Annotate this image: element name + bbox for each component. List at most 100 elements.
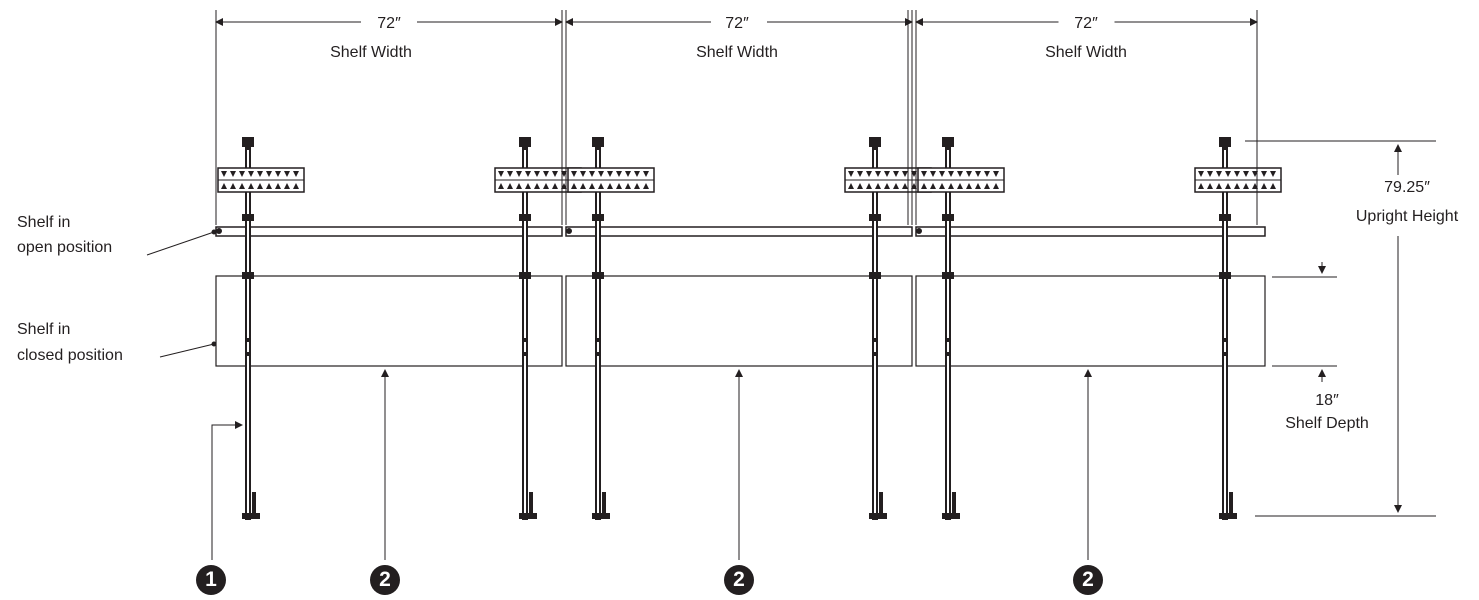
upright-foot	[1219, 513, 1237, 519]
upright-foot	[242, 513, 260, 519]
upright-clip	[522, 338, 528, 342]
wall-rail-slot	[643, 171, 649, 177]
wall-rail-slot	[1225, 183, 1231, 189]
width-value-2: 72″	[725, 15, 749, 32]
open-shelf	[215, 226, 563, 237]
upright-clip	[1222, 352, 1228, 356]
wall-rail-slot	[1261, 183, 1267, 189]
wall-rail-slot	[1270, 171, 1276, 177]
wall-rail-slot	[498, 183, 504, 189]
upright-bracket	[942, 214, 954, 221]
bay-1	[215, 137, 582, 520]
upright-height-value: 79.25″	[1384, 179, 1430, 196]
badge-shelf-3: 2	[1073, 565, 1103, 595]
wall-rail-slot	[507, 171, 513, 177]
open-shelf-end	[216, 228, 222, 234]
upright-bracket	[242, 214, 254, 221]
upright-height-label: Upright Height	[1355, 208, 1459, 225]
wall-rail-slot	[1198, 183, 1204, 189]
upright-clip	[595, 338, 601, 342]
wall-rail-slot	[552, 171, 558, 177]
upright-bracket	[592, 214, 604, 221]
badge-shelf-2: 2	[724, 565, 754, 595]
wall-rail-slot	[293, 183, 299, 189]
wall-rail-slot	[230, 183, 236, 189]
wall-rail-slot	[1243, 183, 1249, 189]
closed-shelf	[565, 275, 913, 367]
wall-rail-slot	[1225, 171, 1231, 177]
upright-post-highlight	[247, 150, 249, 515]
wall-rail-slot	[589, 183, 595, 189]
wall-rail-slot	[598, 171, 604, 177]
width-value-1: 72″	[377, 15, 401, 32]
wall-rail-slot	[939, 183, 945, 189]
wall-rail-slot	[634, 171, 640, 177]
upright-cap	[592, 137, 604, 147]
wall-rail-slot	[848, 171, 854, 177]
wall-rail-slot	[507, 183, 513, 189]
wall-rail-slot	[921, 183, 927, 189]
wall-rail-slot	[525, 171, 531, 177]
wall-rail-slot	[275, 171, 281, 177]
wall-rail-slot	[552, 183, 558, 189]
upright-bracket	[869, 214, 881, 221]
open-callout-dot	[211, 229, 217, 235]
wall-rail-slot	[939, 171, 945, 177]
width-value-3: 72″	[1074, 15, 1098, 32]
wall-rail-slot	[230, 171, 236, 177]
open-callout-line1: Shelf in	[17, 214, 71, 231]
upright-clip	[245, 338, 251, 342]
wall-rail-slot	[1234, 183, 1240, 189]
closed-shelf	[915, 275, 1266, 367]
upright-foot	[869, 513, 887, 519]
upright-cap	[519, 137, 531, 147]
open-shelf-end	[916, 228, 922, 234]
upright-foot-brace	[252, 492, 256, 514]
closed-callout-line2: closed position	[17, 347, 123, 364]
upright-bracket	[519, 272, 531, 279]
wall-rail-slot	[498, 171, 504, 177]
wall-rail-slot	[239, 183, 245, 189]
upright-clip	[1222, 338, 1228, 342]
wall-rail-slot	[275, 183, 281, 189]
wall-rail-slot	[607, 171, 613, 177]
wall-rail-slot	[516, 171, 522, 177]
upright-pointer	[211, 421, 243, 560]
wall-rail-slot	[1270, 183, 1276, 189]
wall-rail-slot	[957, 183, 963, 189]
shelving-bays	[215, 137, 1282, 520]
wall-rail-slot	[930, 183, 936, 189]
wall-rail-slot	[221, 171, 227, 177]
upright-foot-brace	[1229, 492, 1233, 514]
wall-rail-slot	[239, 171, 245, 177]
upright-foot-brace	[602, 492, 606, 514]
upright-clip	[872, 352, 878, 356]
upright-clip	[595, 352, 601, 356]
wall-rail-slot	[284, 183, 290, 189]
upright-clip	[522, 352, 528, 356]
upright-foot-brace	[529, 492, 533, 514]
wall-rail-slot	[616, 183, 622, 189]
width-label-2: Shelf Width	[696, 44, 778, 61]
wall-rail-slot	[580, 171, 586, 177]
closed-callout-leader	[159, 343, 215, 358]
open-callout-leader	[146, 231, 215, 256]
wall-rail-slot	[598, 183, 604, 189]
wall-rail-slot	[975, 183, 981, 189]
wall-rail-slot	[893, 171, 899, 177]
upright-cap	[242, 137, 254, 147]
wall-rail-slot	[875, 183, 881, 189]
wall-rail-slot	[866, 183, 872, 189]
wall-rail-slot	[993, 183, 999, 189]
bay-3	[915, 137, 1282, 520]
wall-rail-slot	[1243, 171, 1249, 177]
wall-rail-slot	[293, 171, 299, 177]
upright-bracket	[592, 272, 604, 279]
wall-rail-slot	[580, 183, 586, 189]
open-shelf	[915, 226, 1266, 237]
wall-rail-slot	[966, 171, 972, 177]
upright-post-highlight	[597, 150, 599, 515]
wall-rail-slot	[616, 171, 622, 177]
wall-rail-slot	[1261, 171, 1267, 177]
